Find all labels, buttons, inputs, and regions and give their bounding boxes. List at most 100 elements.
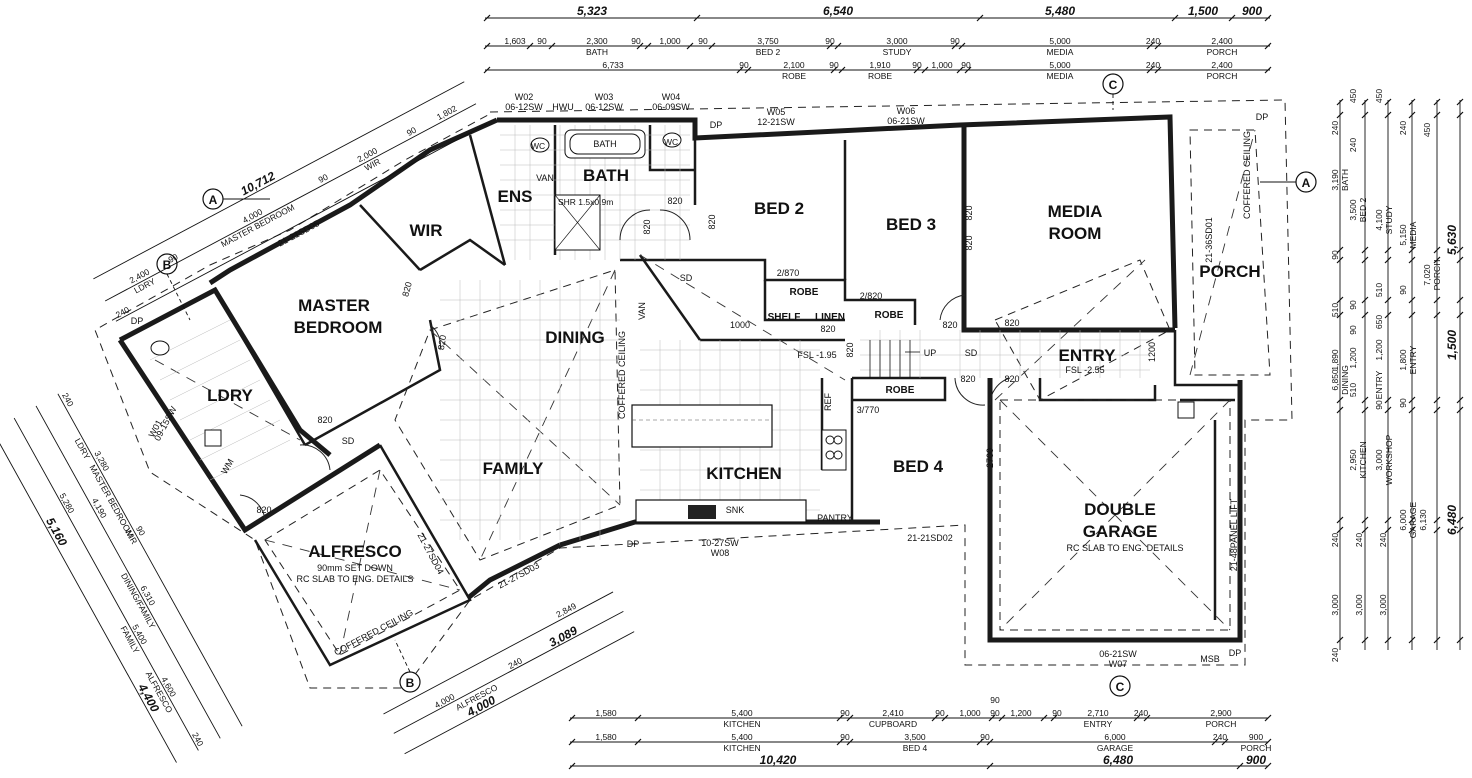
fsl-2-note: FSL -2.55	[1065, 365, 1104, 375]
bot2-a: 1,580	[595, 732, 617, 742]
double-garage-label-1: DOUBLE	[1084, 500, 1156, 519]
left-top-total: 10,712	[238, 169, 277, 199]
garage-slab-note: RC SLAB TO ENG. DETAILS	[1066, 543, 1183, 553]
r3-lbl-entry: ENTRY	[1374, 370, 1384, 399]
door-820-m: 820	[845, 342, 855, 357]
door-820-a: 820	[667, 196, 682, 206]
dimension-tick	[1361, 111, 1369, 119]
door-820-c: 820	[707, 214, 717, 229]
bot1-lbl-porch: PORCH	[1206, 719, 1237, 729]
dimension-tick	[1456, 311, 1464, 319]
dimension-tick	[830, 66, 838, 74]
dimension-tick	[1433, 98, 1441, 106]
r2-c: 3,500	[1348, 199, 1358, 221]
dimension-tick	[836, 714, 844, 722]
dimension-tick	[1408, 296, 1416, 304]
dimension-tick	[913, 66, 921, 74]
up-label: UP	[924, 348, 937, 358]
dimension-tick	[1384, 636, 1392, 644]
top2-h: 90	[825, 36, 835, 46]
dimension-tick	[568, 738, 576, 746]
r2-i: 240	[1354, 533, 1364, 547]
dimension-tick	[1433, 516, 1441, 524]
door-820-k: 820	[964, 205, 974, 220]
r4-b: 5,150	[1398, 224, 1408, 246]
r1-c: 3,190	[1330, 169, 1340, 191]
dimension-tick	[1336, 296, 1344, 304]
shelf-label: SHELF	[768, 312, 801, 323]
dimension-tick	[1211, 738, 1219, 746]
double-garage-label-2: GARAGE	[1083, 522, 1158, 541]
fsl-1-note: FSL -1.95	[797, 350, 836, 360]
section-c-bottom: C	[1116, 680, 1125, 694]
door-2870: 2/870	[777, 268, 800, 278]
bath-label: BATH	[583, 166, 629, 185]
dimension-tick	[1221, 738, 1229, 746]
master-bedroom-label-2: BEDROOM	[294, 318, 383, 337]
bot2-c: 90	[840, 732, 850, 742]
robe-label-bed2: ROBE	[790, 287, 819, 298]
top2-lbl-porch: PORCH	[1207, 47, 1238, 57]
r3-h: 240	[1378, 533, 1388, 547]
bot1-lbl-cupboard: CUPBOARD	[869, 719, 917, 729]
bot1-i: 90	[1052, 708, 1062, 718]
wc-label-2: WC	[664, 137, 678, 147]
dimension-tick	[1264, 14, 1272, 22]
r3-lbl-workshop: WORKSHOP	[1384, 434, 1394, 485]
sd-label-3: SD	[342, 436, 355, 446]
room-labels: MASTER BEDROOM WIR ENS BATH BED 2 BED 3 …	[207, 166, 1261, 561]
r2-lbl-kitchen: KITCHEN	[1358, 441, 1368, 478]
dimension-tick	[1336, 246, 1344, 254]
dimension-tick	[1456, 406, 1464, 414]
top2-l: 240	[1146, 36, 1160, 46]
door-820-n: 820	[820, 324, 835, 334]
dimension-tick	[1433, 406, 1441, 414]
bot1-l: 2,900	[1210, 708, 1232, 718]
r1-a: 240	[1330, 121, 1340, 135]
dining-label: DINING	[545, 328, 605, 347]
dimension-tick	[941, 714, 949, 722]
top3-e: 1,910	[869, 60, 891, 70]
r1-m: 240	[1330, 648, 1340, 662]
ls-e: 5,280	[57, 491, 76, 515]
r2-a: 450	[1348, 89, 1358, 103]
bottom-dimensions: 90 1,580 5,400 90 2,410 90 1,000 90 1,20…	[568, 695, 1272, 770]
r1-e: 510	[1330, 303, 1340, 317]
top3-g: 1,000	[931, 60, 953, 70]
porch-label: PORCH	[1199, 262, 1260, 281]
dimension-tick	[1361, 516, 1369, 524]
top2-k: 5,000	[1049, 36, 1071, 46]
dimension-tick	[1433, 256, 1441, 264]
dimension-tick	[634, 714, 642, 722]
toilet-fixtures	[150, 132, 1195, 447]
w08-size: 10-27SW	[701, 538, 739, 548]
dimension-tick	[1433, 526, 1441, 534]
r4-f: 6,000	[1398, 509, 1408, 531]
dimension-tick	[1384, 311, 1392, 319]
dimension-tick	[1336, 396, 1344, 404]
top2-c: 2,300	[586, 36, 608, 46]
alfresco-dimensions: 2,849 3,089 240 4,000 ALFRESCO 4,000	[383, 591, 635, 755]
w05-tag: W05	[767, 107, 786, 117]
bot1-b: 5,400	[731, 708, 753, 718]
top2-lbl-study: STUDY	[883, 47, 912, 57]
sd04-tag: 21-27SD04	[416, 531, 446, 576]
r4-c: 90	[1398, 285, 1408, 295]
r3-i: 3,000	[1378, 594, 1388, 616]
dimension-tick	[1154, 42, 1162, 50]
top2-m: 2,400	[1211, 36, 1233, 46]
coffered-ceiling-dining: COFFERED CEILING	[617, 331, 627, 419]
dimension-tick	[1264, 42, 1272, 50]
dimension-tick	[1456, 246, 1464, 254]
bot2-e: 90	[980, 732, 990, 742]
lt-f: 90	[405, 125, 418, 138]
dimension-tick	[1361, 246, 1369, 254]
r1-total: 6,850	[1330, 369, 1340, 391]
bot2-h: 900	[1249, 732, 1263, 742]
dimension-tick	[1384, 296, 1392, 304]
bed4-label: BED 4	[893, 457, 944, 476]
robe-label-bed4: ROBE	[886, 385, 915, 396]
w02-size: 06-12SW	[505, 102, 543, 112]
dimension-tick	[1456, 111, 1464, 119]
dp-label-3: DP	[131, 316, 144, 326]
